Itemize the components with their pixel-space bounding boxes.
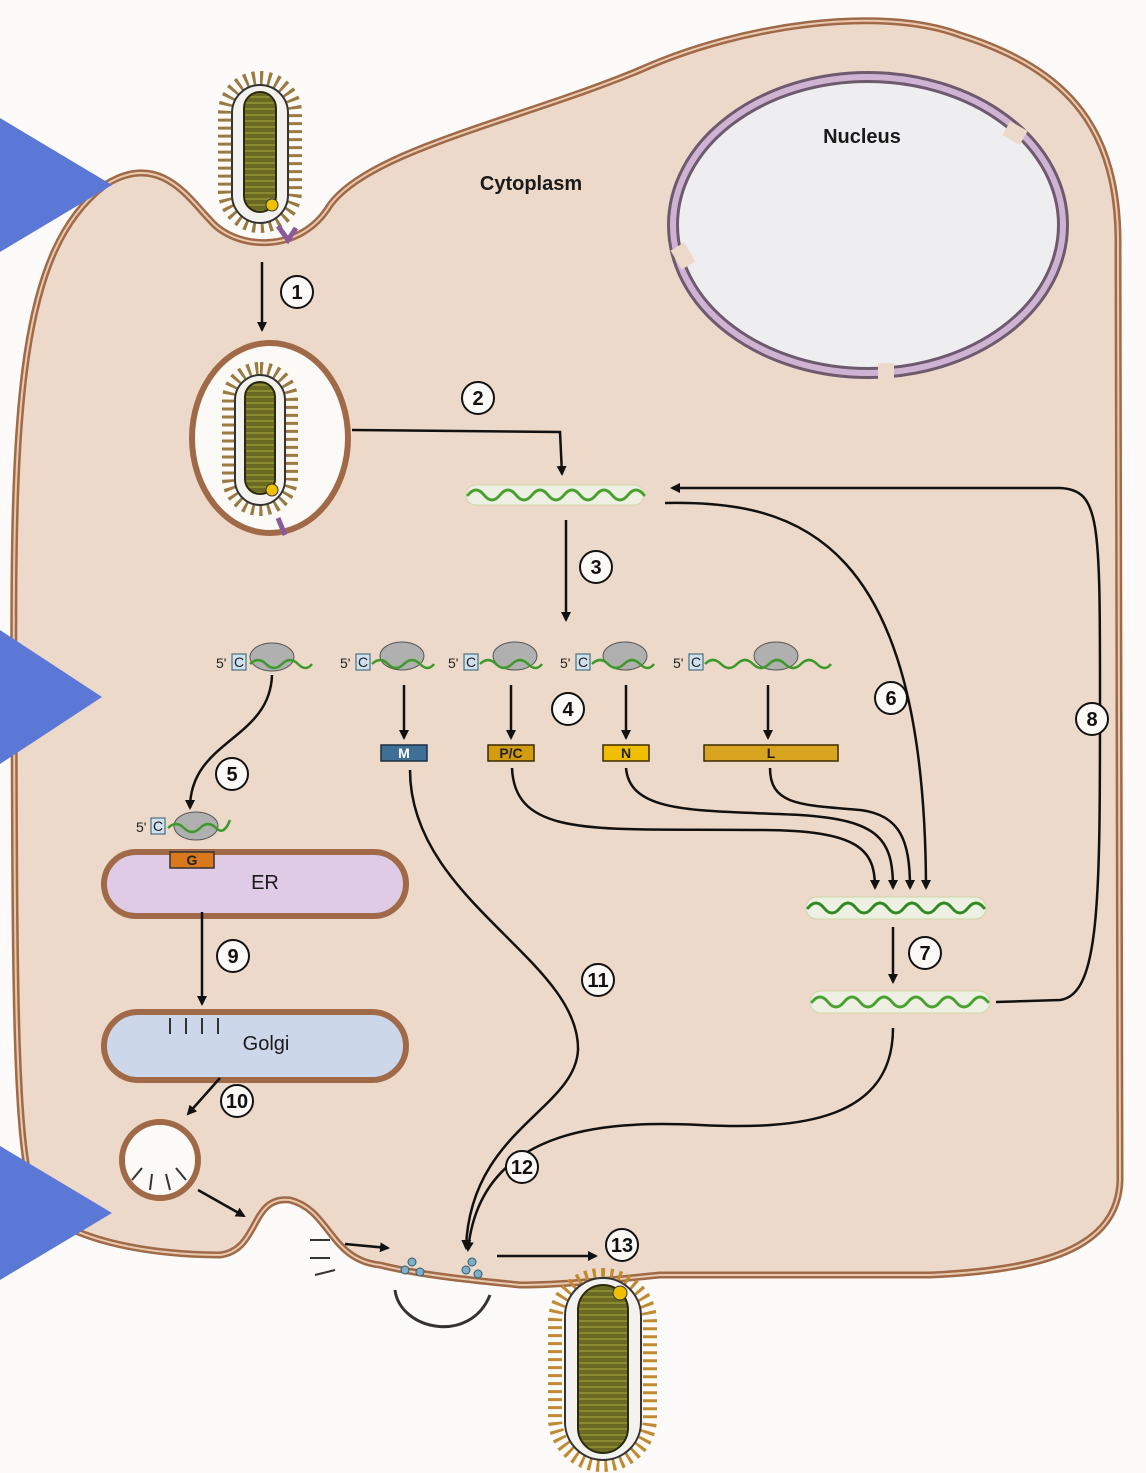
mrna-3-cap-label: 5' [448,655,458,671]
mrna-5-cap-c: C [691,654,701,670]
step-10: 10 [226,1091,248,1113]
step-11: 11 [587,970,608,992]
step-8: 8 [1086,709,1097,731]
golgi: Golgi [104,1012,406,1080]
pc-protein-label: P/C [499,745,522,761]
g-protein-label: G [187,852,198,868]
mrna-er-cap-c: C [153,818,163,834]
budding-site [395,1290,490,1327]
step-2: 2 [472,388,483,410]
membrane-glycoproteins [310,1240,335,1275]
er-label: ER [251,872,279,894]
mrna-2-cap-c: C [358,654,368,670]
step-7: 7 [919,943,930,965]
incoming-virion [225,78,296,240]
golgi-label: Golgi [243,1033,290,1055]
mrna-4-cap-c: C [578,654,588,670]
step-1: 1 [291,282,302,304]
cytoplasm-label: Cytoplasm [480,173,582,195]
endocytosed-virion [192,343,348,535]
step-9: 9 [227,946,238,968]
budded-virion [555,1275,650,1465]
step-13: 13 [611,1235,633,1257]
l-protein-label: L [767,745,776,761]
n-protein-label: N [621,745,631,761]
step-6: 6 [885,688,896,710]
mrna-5-cap-label: 5' [673,655,683,671]
mrna-4-cap-label: 5' [560,655,570,671]
step-3: 3 [590,557,601,579]
m-protein-label: M [398,745,410,761]
step-4: 4 [562,699,574,721]
mrna-3-cap-c: C [466,654,476,670]
mrna-2-cap-label: 5' [340,655,350,671]
mrna-1-cap-c: C [234,654,244,670]
step-12: 12 [511,1157,533,1179]
transport-vesicle [122,1122,198,1198]
mrna-1-cap-label: 5' [216,655,226,671]
er: ER G [104,852,406,916]
nucleus-label: Nucleus [823,126,901,148]
step-5: 5 [226,764,237,786]
mrna-er-cap-label: 5' [136,819,146,835]
